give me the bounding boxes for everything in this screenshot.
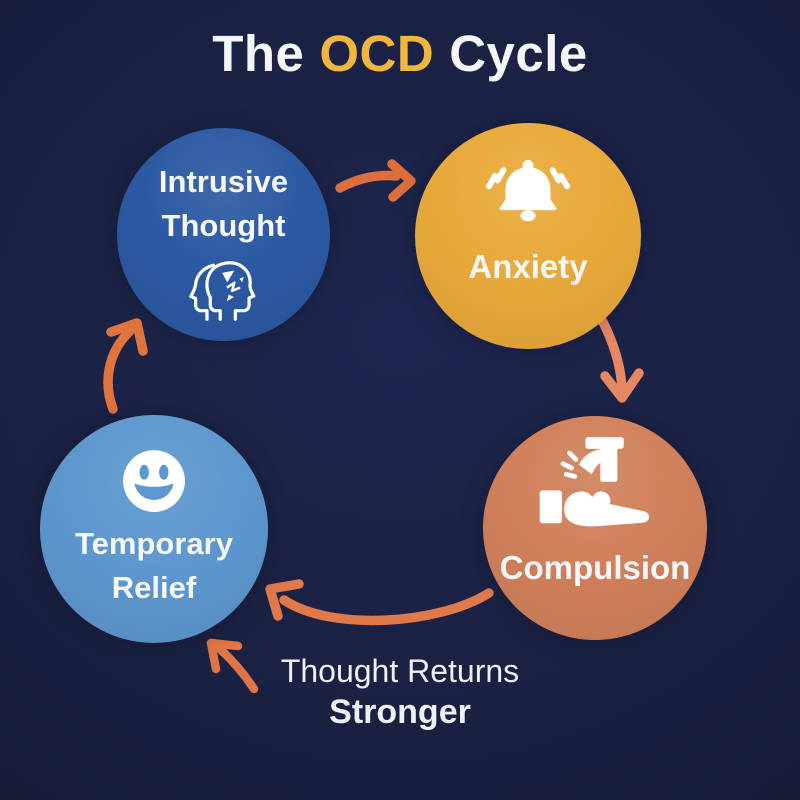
arrow-intrusive-to-anxiety [335,159,416,202]
arrow-anxiety-to-compulsion [598,317,644,403]
two-heads-intrusive-thought-icon [188,261,255,321]
node-label-line: Relief [111,570,197,605]
node-label: Anxiety [468,248,588,286]
hand-washing-icon [539,436,650,526]
arrow-compulsion-to-relief [265,579,494,626]
title-suffix: Cycle [449,25,588,82]
node-label: Compulsion [499,548,691,586]
arrow-relief-to-intrusive [103,318,148,414]
cycle-node-anxiety: Anxiety [415,123,641,349]
smiley-face-icon [123,450,185,512]
annotation-line-2: Stronger [329,693,471,731]
page-title: The OCD Cycle [0,24,800,83]
cycle-annotation: Thought Returns Stronger [190,653,610,732]
ringing-bell-icon [485,160,571,222]
annotation-line-1: Thought Returns [280,653,520,689]
cycle-node-temporary-relief: Temporary Relief [40,415,268,643]
node-label-line: Temporary [75,525,233,561]
node-label-line: Thought [161,208,286,243]
title-highlight: OCD [319,25,435,82]
cycle-node-intrusive-thought: Intrusive Thought [117,128,330,341]
node-label-line: Intrusive [158,163,289,199]
title-prefix: The [212,25,305,82]
cycle-node-compulsion: Compulsion [483,416,707,640]
